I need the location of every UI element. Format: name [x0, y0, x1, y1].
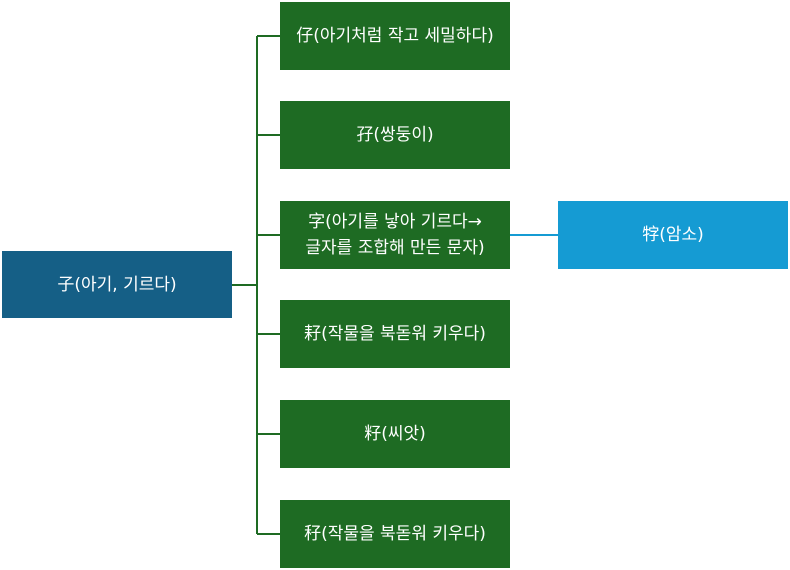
root-node: 子(아기, 기르다) — [2, 251, 232, 318]
child-node-4: 籽(씨앗) — [280, 400, 510, 468]
child-node-label: 耔(작물을 북돋워 키우다) — [304, 324, 486, 344]
child-node-label: 籽(씨앗) — [364, 424, 426, 444]
child-node-0: 仔(아기처럼 작고 세밀하다) — [280, 2, 510, 70]
child-node-5: 秄(작물을 북돋워 키우다) — [280, 500, 510, 568]
child-node-label: 字(아기를 낳아 기르다→ 글자를 조합해 만든 문자) — [305, 212, 485, 258]
child-node-3: 耔(작물을 북돋워 키우다) — [280, 300, 510, 368]
child-node-label: 仔(아기처럼 작고 세밀하다) — [296, 26, 494, 46]
root-node-label: 子(아기, 기르다) — [57, 274, 177, 295]
child-node-label: 孖(쌍둥이) — [356, 125, 434, 145]
grandchild-node-label: 牸(암소) — [642, 225, 704, 245]
child-node-label: 秄(작물을 북돋워 키우다) — [304, 524, 486, 544]
child-node-1: 孖(쌍둥이) — [280, 101, 510, 169]
child-node-2: 字(아기를 낳아 기르다→ 글자를 조합해 만든 문자) — [280, 201, 510, 269]
grandchild-node: 牸(암소) — [558, 201, 788, 269]
